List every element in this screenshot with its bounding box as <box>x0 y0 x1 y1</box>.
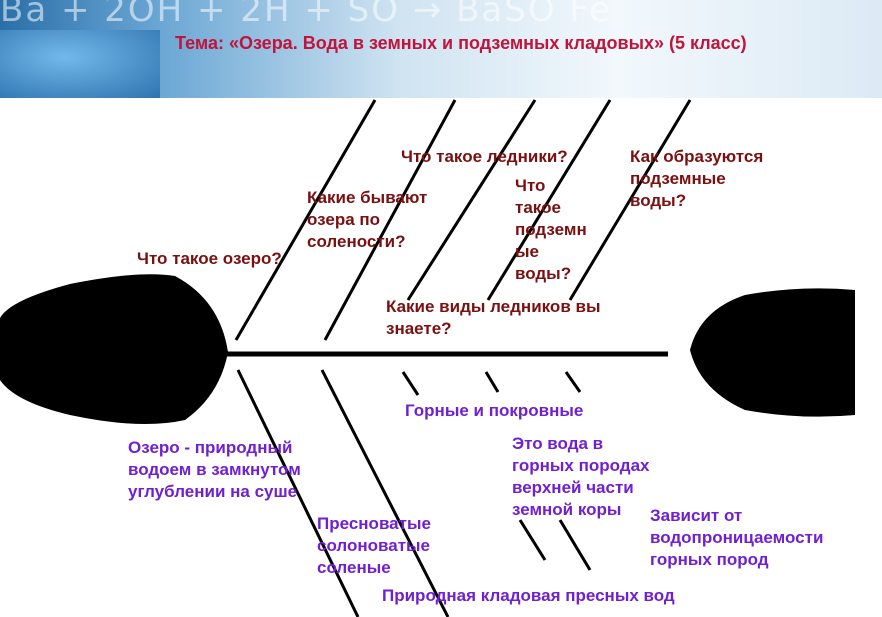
fish-head-shape <box>0 274 228 424</box>
answer-groundwater: Это вода в горных породах верхней части … <box>512 434 650 519</box>
question-lake-salinity: Какие бывают озера по солености? <box>307 188 428 251</box>
answer-groundwater-origin: Зависит от водопроницаемости горных поро… <box>650 506 824 569</box>
answer-glacier-types: Горные и покровные <box>405 401 584 420</box>
page-title: Тема: «Озера. Вода в земных и подземных … <box>175 33 747 53</box>
tail-label: Вода очень важна для жизни всего живого <box>710 313 855 376</box>
fish-tail-shape <box>690 288 855 417</box>
question-glacier-types: Какие виды ледников вы знаете? <box>386 297 601 338</box>
head-label: Вода в земных и подземных кладовых <box>6 325 191 366</box>
header-banner: Ba + 2OH + 2H + SO → BaSO Fe Тема: «Озер… <box>0 0 882 98</box>
answer-lake: Озеро - природный водоем в замкнутом угл… <box>128 438 301 501</box>
answer-salinity: Пресноватые солоноватые соленые <box>317 514 431 577</box>
question-lake: Что такое озеро? <box>137 249 282 268</box>
question-groundwater: Что такое подземн ые воды? <box>515 176 587 283</box>
answer-glaciers: Природная кладовая пресных вод <box>382 586 675 605</box>
question-groundwater-origin: Как образуются подземные воды? <box>630 147 764 210</box>
banner-formula-text: Ba + 2OH + 2H + SO → BaSO Fe <box>0 0 613 30</box>
upper-bones <box>234 99 692 341</box>
fishbone-diagram <box>0 99 855 617</box>
lower-bones <box>236 369 592 617</box>
question-glaciers: Что такое ледники? <box>401 147 568 166</box>
banner-glow <box>0 30 160 98</box>
